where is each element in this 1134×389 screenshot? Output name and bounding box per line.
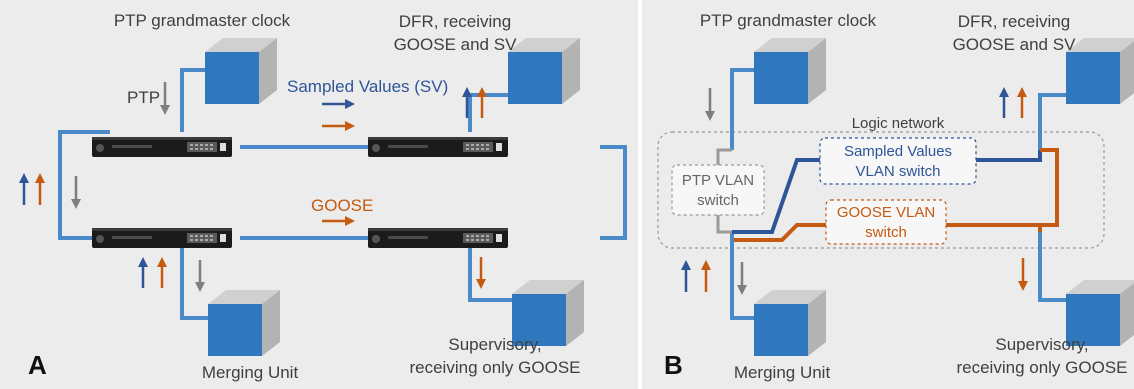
merging-unit-device-icon [208, 290, 280, 356]
goose-switch-label-line2: switch [865, 224, 907, 241]
supervisory-label-line1: Supervisory, [448, 335, 541, 354]
ptp-clock-device-icon [205, 38, 277, 104]
logic-network-boundary [657, 131, 1105, 249]
mu-up-arrows-icon [138, 257, 167, 288]
sv-switch-label-line2: VLAN switch [855, 163, 940, 180]
goose-vlan-switch: GOOSE VLAN switch [825, 199, 947, 245]
panel-letter-a: A [28, 350, 47, 380]
ptp-label: PTP [127, 88, 160, 107]
logic-network-label: Logic network [852, 115, 945, 132]
mu-up-arrows-icon [681, 260, 711, 292]
ptp-clock-label: PTP grandmaster clock [700, 11, 877, 30]
merging-unit-label: Merging Unit [734, 363, 831, 382]
dfr-label-line1: DFR, receiving [958, 12, 1070, 31]
supervisory-label-line1: Supervisory, [995, 335, 1088, 354]
goose-switch-label-line1: GOOSE VLAN [837, 204, 935, 221]
dfr-label-line2: GOOSE and SV [953, 35, 1076, 54]
sv-label: Sampled Values (SV) [287, 77, 448, 96]
ptp-switch-label-line2: switch [697, 192, 739, 209]
merging-unit-label: Merging Unit [202, 363, 299, 382]
sv-vlan-switch: Sampled Values VLAN switch [819, 137, 977, 185]
dfr-up-arrows-icon [999, 87, 1027, 118]
dfr-device-icon [508, 38, 580, 104]
dfr-device-icon [1066, 38, 1134, 104]
goose-label: GOOSE [311, 196, 373, 215]
ptp-switch-label-line1: PTP VLAN [682, 172, 754, 189]
ptp-clock-label: PTP grandmaster clock [114, 11, 291, 30]
left-up-arrows-icon [19, 173, 45, 205]
supervisory-label-line2: receiving only GOOSE [409, 358, 580, 377]
dfr-label-line2: GOOSE and SV [394, 35, 517, 54]
dfr-up-arrows-icon [462, 87, 487, 118]
goose-vlan-links [734, 148, 1059, 242]
ethernet-switch-bottom-left [92, 228, 232, 248]
ethernet-switch-top-left [92, 137, 232, 157]
panel-a-physical-network: PTP grandmaster clock DFR, receiving GOO… [0, 0, 638, 389]
panel-letter-b: B [664, 350, 683, 380]
supervisory-label-line2: receiving only GOOSE [956, 358, 1127, 377]
ptp-clock-device-icon [754, 38, 826, 104]
ethernet-switch-top-right [368, 137, 508, 157]
sv-switch-label-line1: Sampled Values [844, 143, 952, 160]
ptp-vlan-switch: PTP VLAN switch [671, 164, 765, 216]
sv-vlan-links [732, 150, 1042, 234]
merging-unit-device-icon [754, 290, 826, 356]
panel-b-logic-network: PTP VLAN switch Sampled Values VLAN swit… [642, 0, 1134, 389]
ethernet-switch-bottom-right [368, 228, 508, 248]
dfr-label-line1: DFR, receiving [399, 12, 511, 31]
network-links [58, 68, 627, 320]
